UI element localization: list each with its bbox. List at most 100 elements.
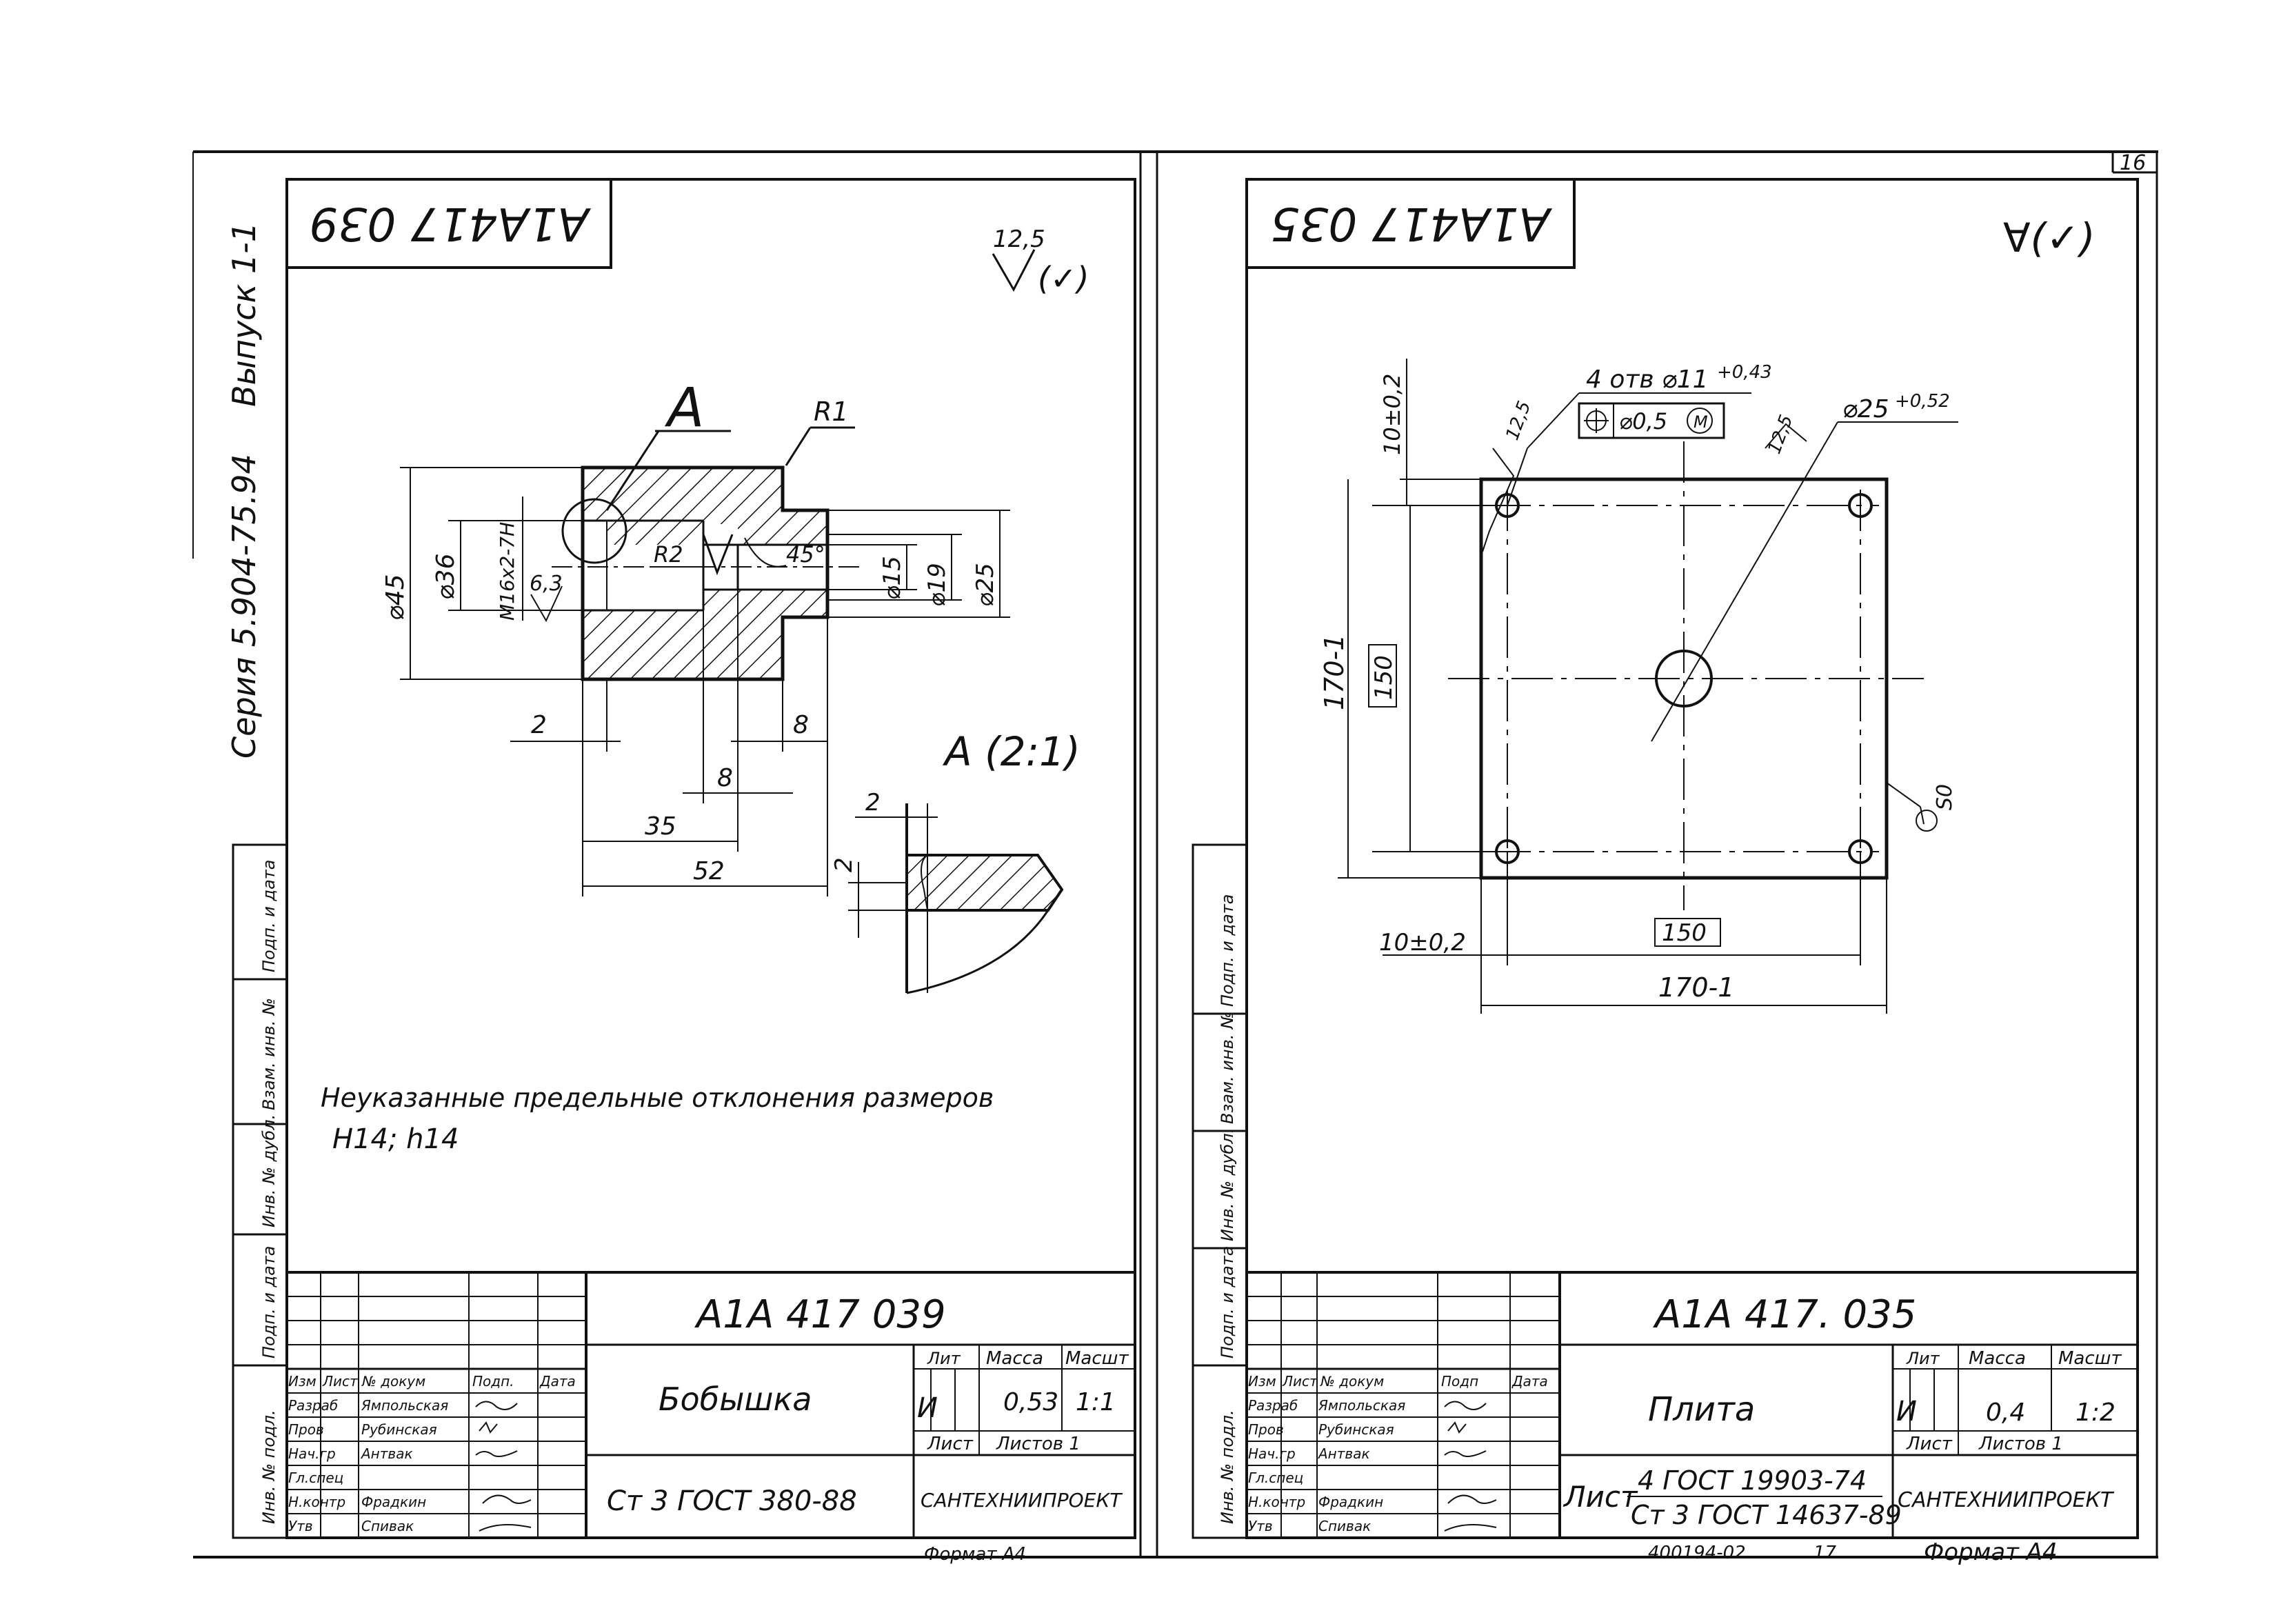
sheet1-tb-code: А1А 417 039 xyxy=(694,1292,946,1337)
sheet1-row3-c0: Нач.гр xyxy=(288,1445,336,1462)
sheet2-row0-c4: Дата xyxy=(1511,1373,1548,1390)
sheet2-thickness xyxy=(1886,782,1938,832)
sheet1-row0-c2: № докум xyxy=(361,1373,425,1390)
sheet2-tb-doc-sheet: 17 xyxy=(1813,1543,1837,1563)
sheet2-title-block xyxy=(1247,1271,2138,1538)
sheet1-tb-name: Бобышка xyxy=(659,1381,812,1418)
sheet1-tb-lit: И xyxy=(917,1392,938,1424)
sheet1-dim-8a: 8 xyxy=(717,764,733,792)
page-number: 16 xyxy=(2120,151,2146,175)
sheet2-tb-material-prefix: Лист xyxy=(1562,1480,1638,1514)
sheet2-callouts xyxy=(1482,392,1958,742)
sheet2-dim-150h: 150 xyxy=(1662,919,1707,947)
sheet1-dim-thread: М16х2-7Н xyxy=(496,522,519,621)
sheet2-signatures xyxy=(1444,1401,1497,1532)
sheet2-tb-sheets: Листов 1 xyxy=(1978,1434,2063,1454)
sheet2-dim-10h: 10±0,2 xyxy=(1379,929,1466,956)
sheet1-row6-c1: Спивак xyxy=(361,1518,414,1534)
strip2-label-0: Подп. и дата xyxy=(1218,894,1237,1008)
sheet1-dim-d25: ⌀25 xyxy=(972,563,999,607)
sheet2-tb-name: Плита xyxy=(1648,1390,1755,1429)
sheet2-tb-mass-header: Масса xyxy=(1969,1348,2026,1369)
sheet2-roughness-mark: ∀(✓) xyxy=(2003,214,2096,261)
sheet1-tb-scale-header: Масшт xyxy=(1065,1348,1129,1369)
sheet2-row5-c1: Фрадкин xyxy=(1318,1494,1383,1510)
sheet1-section-label: А xyxy=(664,377,704,439)
sheet2-tb-sheet: Лист xyxy=(1906,1434,1953,1454)
sheet2-center-tol: +0,52 xyxy=(1895,391,1950,412)
sheet1-dim-8b: 8 xyxy=(793,711,809,739)
sheet1-tb-org: САНТЕХНИИПРОЕКТ xyxy=(921,1489,1123,1512)
sheet2-tb-org: САНТЕХНИИПРОЕКТ xyxy=(1898,1488,2115,1512)
sheet1-tb-lit-header: Лит xyxy=(927,1349,961,1368)
sheet2-row0-c3: Подп xyxy=(1441,1373,1478,1390)
sheet2-rough2: 12,5 xyxy=(1764,412,1797,457)
sheet2-row3-c1: Антвак xyxy=(1317,1445,1370,1462)
sheet2-position-mod: М xyxy=(1694,412,1708,432)
sheet1-frame xyxy=(285,178,1136,1539)
sheet1-angle: 45° xyxy=(786,541,825,568)
sheet2-tb-lit-header: Лит xyxy=(1906,1349,1940,1368)
sheet2-dim-vertical xyxy=(1338,359,1507,879)
strip1-label-0: Подп. и дата xyxy=(259,860,279,973)
sheet1-tb-scale: 1:1 xyxy=(1076,1388,1116,1416)
sheet1-tb-material: Ст 3 ГОСТ 380-88 xyxy=(607,1485,857,1517)
sheet2-dim-170h: 170-1 xyxy=(1658,972,1734,1003)
sheet1-row0-c1: Лист xyxy=(322,1373,359,1390)
strip1-label-2: Инв. № дубл. xyxy=(259,1114,279,1227)
sheet1-detail-dim-b: 2 xyxy=(830,857,858,872)
sheet1-signatures xyxy=(475,1401,532,1532)
sheet1-row0-c0: Изм xyxy=(288,1373,316,1390)
sheet2-tb-scale: 1:2 xyxy=(2076,1399,2116,1427)
sheet1-stamp: А1А417 039 xyxy=(285,178,612,269)
sheet1-note-line2: Н14; h14 xyxy=(332,1123,459,1155)
sheet2-row6-c1: Спивак xyxy=(1318,1518,1371,1534)
sheet2-row0-c0: Изм xyxy=(1248,1373,1276,1390)
sheet2-tb-format: Формат А4 xyxy=(1924,1538,2058,1566)
spine-series: Серия 5.904-75.94 xyxy=(225,454,263,759)
sheet1-row4-c0: Гл.спец xyxy=(288,1470,343,1486)
strip2-label-3: Подп. и дата xyxy=(1218,1246,1237,1359)
sheet2-stamp-text: А1А417 035 xyxy=(1270,197,1552,250)
sheet1-part-section xyxy=(552,465,862,681)
sheet1-dim-35: 35 xyxy=(645,812,676,841)
sheet2-frame xyxy=(1245,178,2139,1539)
sheet2-tb-mass: 0,4 xyxy=(1986,1399,2025,1427)
sheet2-row6-c0: Утв xyxy=(1248,1518,1273,1534)
sheet2-tb-doc-number: 400194-02 xyxy=(1648,1543,1746,1563)
strip2-label-1: Взам. инв. № xyxy=(1218,1012,1237,1124)
sheet1-row5-c1: Фрадкин xyxy=(361,1494,426,1510)
sheet2-plate-view xyxy=(1448,441,1924,910)
sheet2-tb-lit: И xyxy=(1896,1396,1917,1427)
sheet1-radius: R1 xyxy=(814,397,849,427)
sheet1-row5-c0: Н.контр xyxy=(288,1494,345,1510)
spine-issue: Выпуск 1-1 xyxy=(225,222,263,407)
sheet1-row1-c1: Ямпольская xyxy=(361,1397,448,1414)
sheet2-tb-material-top: 4 ГОСТ 19903-74 xyxy=(1638,1465,1867,1496)
sheet1-title-block xyxy=(287,1271,1135,1538)
sheet1-tb-sheet: Лист xyxy=(927,1434,974,1454)
strip1-label-4: Инв. № подл. xyxy=(259,1410,279,1524)
sheet1-roughness-value: 12,5 xyxy=(993,225,1045,253)
sheet1-surface: 6,3 xyxy=(530,572,563,596)
sheet2-row2-c1: Рубинская xyxy=(1318,1421,1394,1438)
sheet2-row5-c0: Н.контр xyxy=(1248,1494,1305,1510)
sheet2-rough1: 12,5 xyxy=(1502,399,1535,443)
sheet1-row6-c0: Утв xyxy=(288,1518,313,1534)
outer-frame xyxy=(192,150,2158,1558)
sheet1-tb-sheets: Листов 1 xyxy=(996,1434,1081,1454)
sheet2-dim-170v: 170-1 xyxy=(1319,634,1349,710)
sheet2-center-hole: ⌀25 xyxy=(1842,395,1889,423)
sheet2-row1-c1: Ямпольская xyxy=(1318,1397,1405,1414)
sheet1-row1-c0: Разраб xyxy=(288,1397,338,1414)
sheet1-roughness-mark: 12,5 (✓) xyxy=(992,225,1089,297)
sheet1-stamp-text: А1А417 039 xyxy=(309,197,591,250)
sheet1-r2: R2 xyxy=(654,541,683,568)
sheet1-dim-d45: ⌀45 xyxy=(381,574,410,621)
sheet2-tb-material-bottom: Ст 3 ГОСТ 14637-89 xyxy=(1631,1500,1902,1530)
strip1-label-1: Взам. инв. № xyxy=(259,998,279,1110)
sheet2-row3-c0: Нач.гр xyxy=(1248,1445,1296,1462)
sheet1-dim-d36: ⌀36 xyxy=(432,554,460,600)
sheet1-row0-c4: Дата xyxy=(539,1373,576,1390)
sheet1-dim-d15: ⌀15 xyxy=(878,556,906,600)
